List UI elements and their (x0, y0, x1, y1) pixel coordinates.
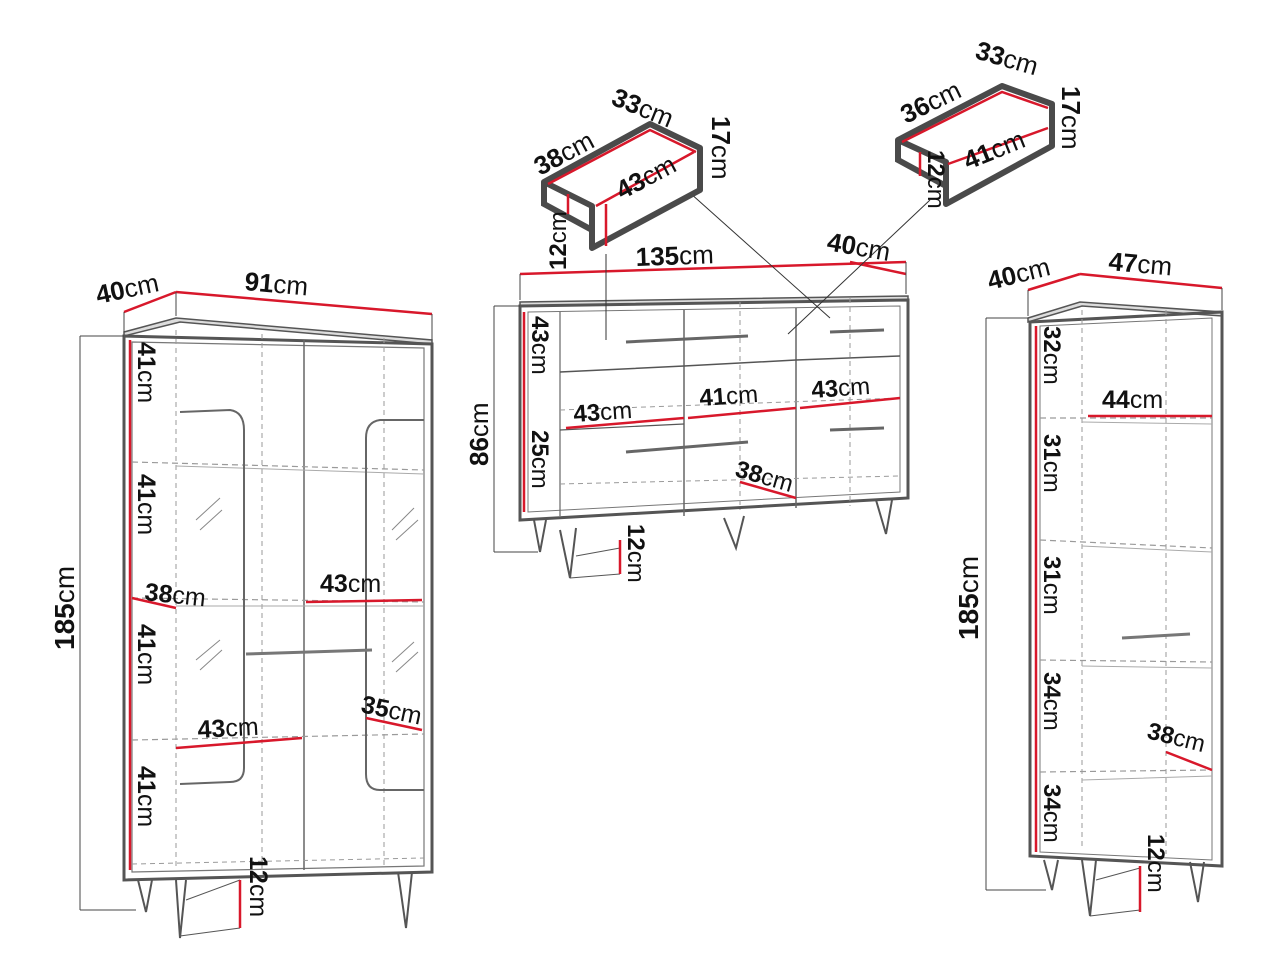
tall-inner-depth-label: 38cm (1145, 718, 1208, 758)
vitrine-shelf2-label: 41cm (132, 474, 160, 535)
tall-inner-width-label: 44cm (1102, 386, 1163, 414)
vitrine-depth-label: 40cm (93, 267, 161, 310)
dresser-comp-left-label: 43cm (573, 397, 633, 428)
tall-cabinet-dimensions (985, 272, 1223, 912)
vitrine-shelf4-label: 41cm (132, 766, 160, 827)
dresser-comp-mid-label: 41cm (699, 381, 759, 412)
tall-shelf3-label: 31cm (1038, 556, 1065, 615)
dresser-lower-label: 25cm (526, 430, 553, 489)
dresser-comp-right-label: 43cm (811, 373, 871, 404)
vitrine-right-shelf-label: 43cm (320, 570, 381, 598)
drawer-large-height-label: 17cm (706, 116, 736, 180)
tall-shelf1-label: 32cm (1038, 326, 1065, 385)
drawer-small (895, 83, 1055, 207)
vitrine-shelf3-label: 41cm (132, 624, 160, 685)
dresser-cabinet (518, 295, 910, 579)
tall-shelf2-label: 31cm (1038, 434, 1065, 493)
vitrine-lower-shelf-label: 43cm (197, 713, 260, 744)
tall-shelf4-label: 34cm (1038, 672, 1065, 731)
drawer-small-height-label: 17cm (1056, 86, 1086, 150)
tall-width-label: 47cm (1107, 246, 1173, 281)
vitrine-cabinet (122, 317, 434, 939)
drawer-large-front-label: 12cm (545, 211, 572, 270)
vitrine-width-label: 91cm (243, 266, 309, 301)
tall-depth-label: 40cm (984, 251, 1053, 295)
drawer-small-front-label: 12cm (922, 150, 949, 209)
vitrine-legs-label: 12cm (244, 856, 272, 917)
tall-height-label: 185cm (953, 556, 984, 640)
dresser-legs-label: 12cm (622, 524, 649, 583)
dresser-upper-label: 43cm (526, 316, 553, 375)
drawer-large (541, 121, 703, 251)
tall-legs-label: 12cm (1142, 834, 1169, 893)
dresser-dimensions (493, 183, 931, 574)
dresser-height-label: 86cm (464, 402, 494, 466)
vitrine-inner-depth-label: 35cm (359, 690, 425, 730)
dresser-inner-depth-label: 38cm (732, 456, 796, 498)
dresser-width-label: 135cm (635, 239, 714, 272)
vitrine-dimensions (79, 290, 433, 928)
vitrine-left-shelf-label: 38cm (143, 578, 207, 612)
vitrine-shelf1-label: 41cm (132, 342, 160, 403)
tall-cabinet (1027, 301, 1224, 917)
vitrine-height-label: 185cm (49, 566, 80, 650)
drawer-small-width-label: 33cm (972, 35, 1041, 81)
tall-shelf5-label: 34cm (1038, 784, 1065, 843)
dresser-depth-label: 40cm (825, 226, 893, 267)
